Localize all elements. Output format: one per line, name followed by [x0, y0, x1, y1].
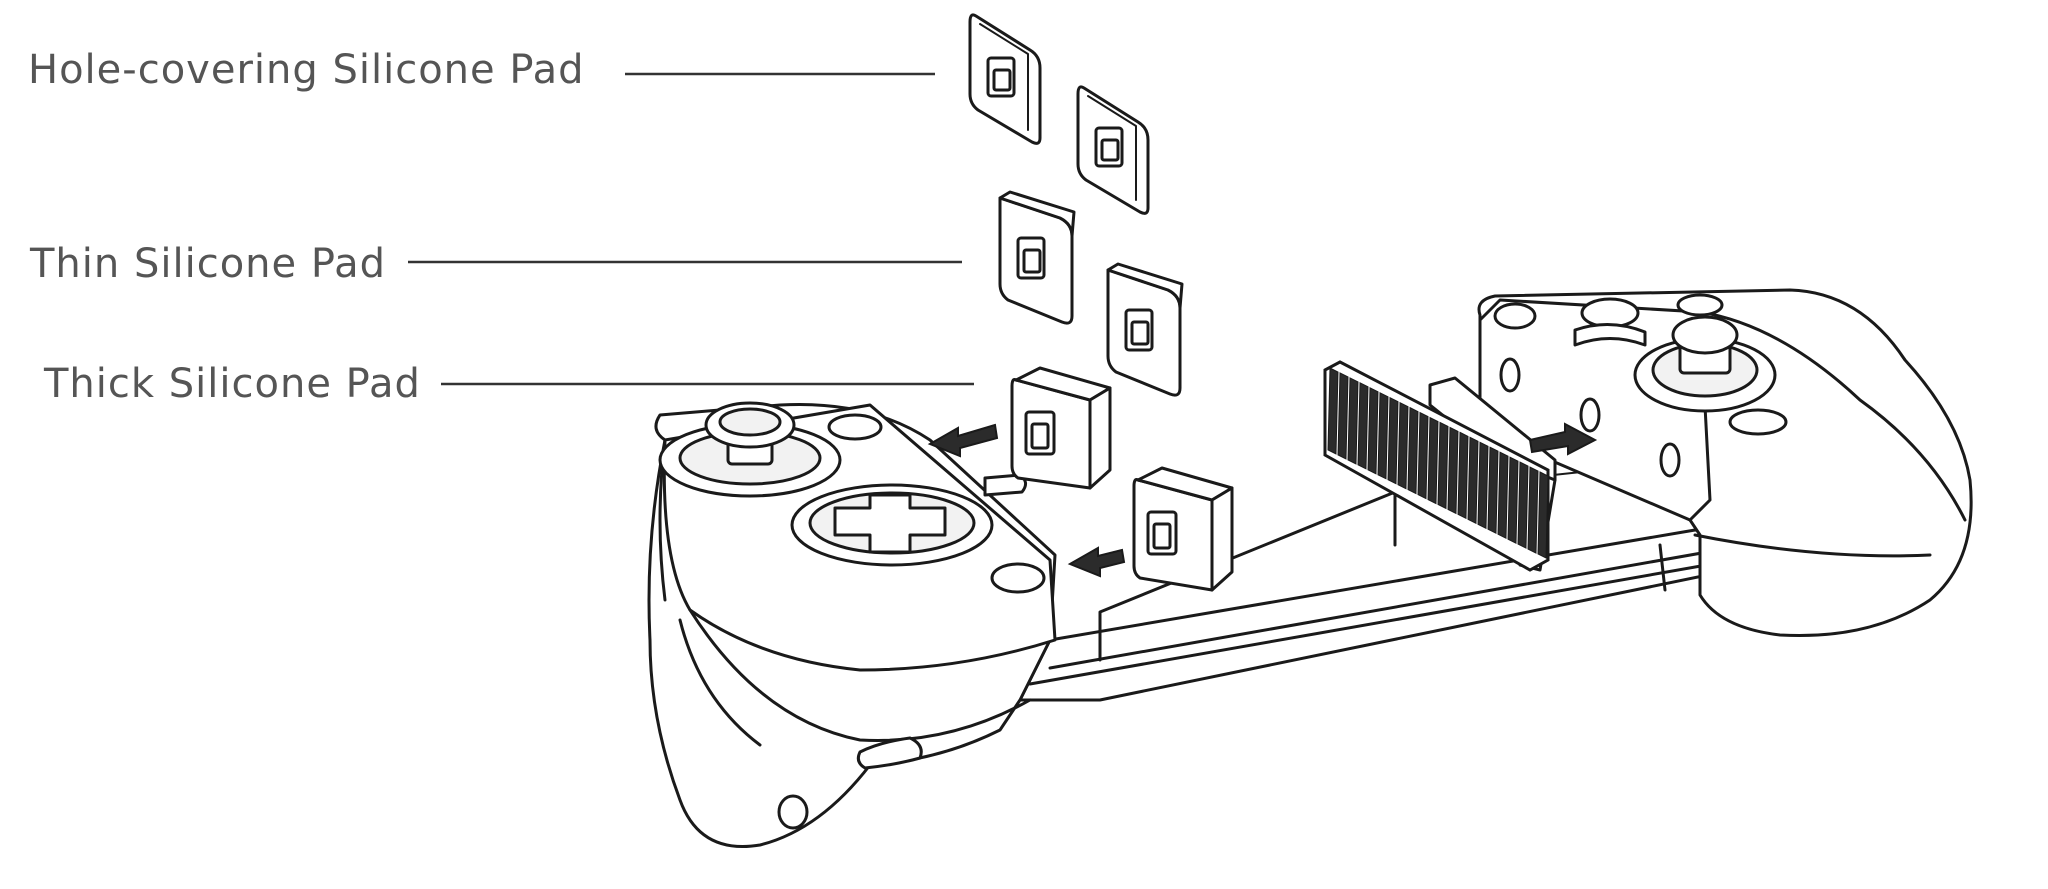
- right-grip: [1477, 288, 1973, 638]
- clamp-tooth: [1327, 367, 1339, 455]
- clamp-tooth: [1387, 396, 1399, 485]
- arrow-icon-pad-2: [1067, 546, 1126, 578]
- clamp-tooth: [1417, 411, 1429, 500]
- thick-silicone-pad-2: [1132, 466, 1234, 592]
- thin-silicone-pad-1: [998, 190, 1076, 325]
- clamp-tooth: [1347, 377, 1359, 465]
- clamp-tooth: [1397, 401, 1409, 490]
- arrow-icon-pad-1: [927, 423, 999, 458]
- clamp-tooth: [1367, 387, 1379, 475]
- clamp-tooth: [1377, 391, 1389, 480]
- clamp-tooth: [1497, 451, 1509, 539]
- left-grip: [647, 401, 1057, 848]
- hole-covering-pad-2: [1076, 85, 1150, 215]
- clamp-tooth: [1457, 431, 1469, 520]
- clamp-tooth: [1537, 471, 1549, 559]
- label-thin-pad: Thin Silicone Pad: [30, 241, 387, 287]
- clamp-tooth: [1427, 416, 1439, 505]
- clamp-tooth: [1447, 426, 1459, 515]
- thin-silicone-pad-2: [1106, 262, 1184, 397]
- game-controller: [647, 288, 1973, 848]
- clamp-tooth: [1517, 461, 1529, 549]
- clamp-tooth: [1357, 382, 1369, 470]
- clamp-tooth: [1437, 421, 1449, 510]
- arrow-icon-clamp: [1528, 422, 1598, 456]
- thick-silicone-pad-1: [1010, 366, 1112, 490]
- clamp-tooth: [1467, 436, 1479, 525]
- clamp-tooth: [1507, 456, 1519, 544]
- label-hole-covering-pad: Hole-covering Silicone Pad: [28, 47, 585, 93]
- clamp-tooth: [1337, 372, 1349, 460]
- clamp-tooth: [1527, 466, 1539, 554]
- clamp-tooth: [1477, 441, 1489, 530]
- clamp-tooth: [1407, 406, 1419, 495]
- phone-clamp: [1323, 360, 1557, 572]
- hole-covering-pad-1: [968, 13, 1042, 145]
- label-thick-pad: Thick Silicone Pad: [44, 361, 421, 407]
- clamp-tooth: [1487, 446, 1499, 535]
